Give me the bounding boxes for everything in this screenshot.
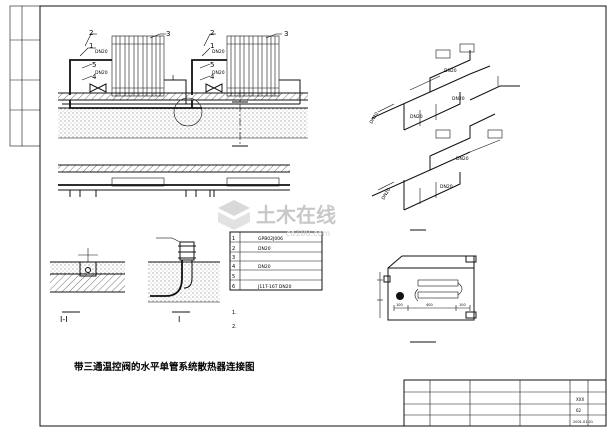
plan-detail <box>377 255 477 343</box>
parts-row-6-no: 6 <box>232 284 235 290</box>
parts-row-4-no: 4 <box>232 264 235 270</box>
iso-label-6: DN20 <box>456 156 469 162</box>
plan-dim-2: 400 <box>426 303 433 307</box>
callout-5b: 5 <box>210 61 214 69</box>
plan-strip <box>58 164 290 197</box>
iso-label-4: DN20 <box>410 114 423 120</box>
note-2: 2. <box>232 324 237 330</box>
parts-row-5-no: 5 <box>232 274 235 280</box>
title-block-code: XXX <box>576 397 584 402</box>
callout-2a: 2 <box>89 29 93 37</box>
watermark-brand: 土木在线 <box>256 203 336 227</box>
iso-label-2: DN20 <box>444 68 457 74</box>
note-1: 1. <box>232 310 237 316</box>
callout-1b: 1 <box>210 42 214 50</box>
detail-i-label: I <box>178 315 180 324</box>
section-1-1-label: I-I <box>60 315 68 324</box>
iso-label-1: DN20 <box>369 111 381 125</box>
elev-pipe-size-2: DN20 <box>95 70 108 76</box>
elev-pipe-size-1: DN20 <box>95 49 108 55</box>
callout-5a: 5 <box>92 61 96 69</box>
parts-table-grid <box>229 231 323 291</box>
parts-row-3-no: 3 <box>232 255 235 261</box>
section-mark: I <box>172 74 174 82</box>
plan-dim-3: 100 <box>459 303 466 307</box>
iso-label-7: DN20 <box>381 187 393 201</box>
watermark-url: co188.com <box>286 229 330 238</box>
parts-row-2-desc: DN20 <box>258 246 271 252</box>
elev-pipe-size-4: DN20 <box>212 70 225 76</box>
callout-1a: 1 <box>89 42 93 50</box>
title-block <box>403 379 607 427</box>
callout-3b: 3 <box>284 30 288 38</box>
iso-label-3: DN20 <box>452 96 465 102</box>
section-detail-1-1 <box>50 248 125 313</box>
watermark-logo <box>218 200 250 230</box>
callout-4a: 4 <box>92 73 97 81</box>
drawing-title: 带三通温控阀的水平单管系统散热器连接图 <box>74 361 255 373</box>
callout-4b: 4 <box>210 73 215 81</box>
title-block-sheet: 62 <box>576 408 582 413</box>
sheet-frame <box>9 5 607 427</box>
parts-row-2-no: 2 <box>232 246 235 252</box>
detail-i <box>148 237 220 313</box>
parts-row-6-desc: J11T-16T DN20 <box>257 284 292 290</box>
iso-label-5: DN20 <box>440 184 453 190</box>
callout-2b: 2 <box>210 29 214 37</box>
title-block-date: 2001.01.01 <box>573 420 593 424</box>
parts-row-1-desc: GPB02J006 <box>258 236 283 242</box>
parts-row-4-desc: DN20 <box>258 264 271 270</box>
plan-dim-1: 100 <box>396 303 403 307</box>
elevation-view <box>58 33 308 147</box>
isometric-view <box>371 43 520 231</box>
callout-3a: 3 <box>166 30 170 38</box>
parts-row-1-no: 1 <box>232 236 235 242</box>
elev-pipe-size-3: DN20 <box>212 49 225 55</box>
